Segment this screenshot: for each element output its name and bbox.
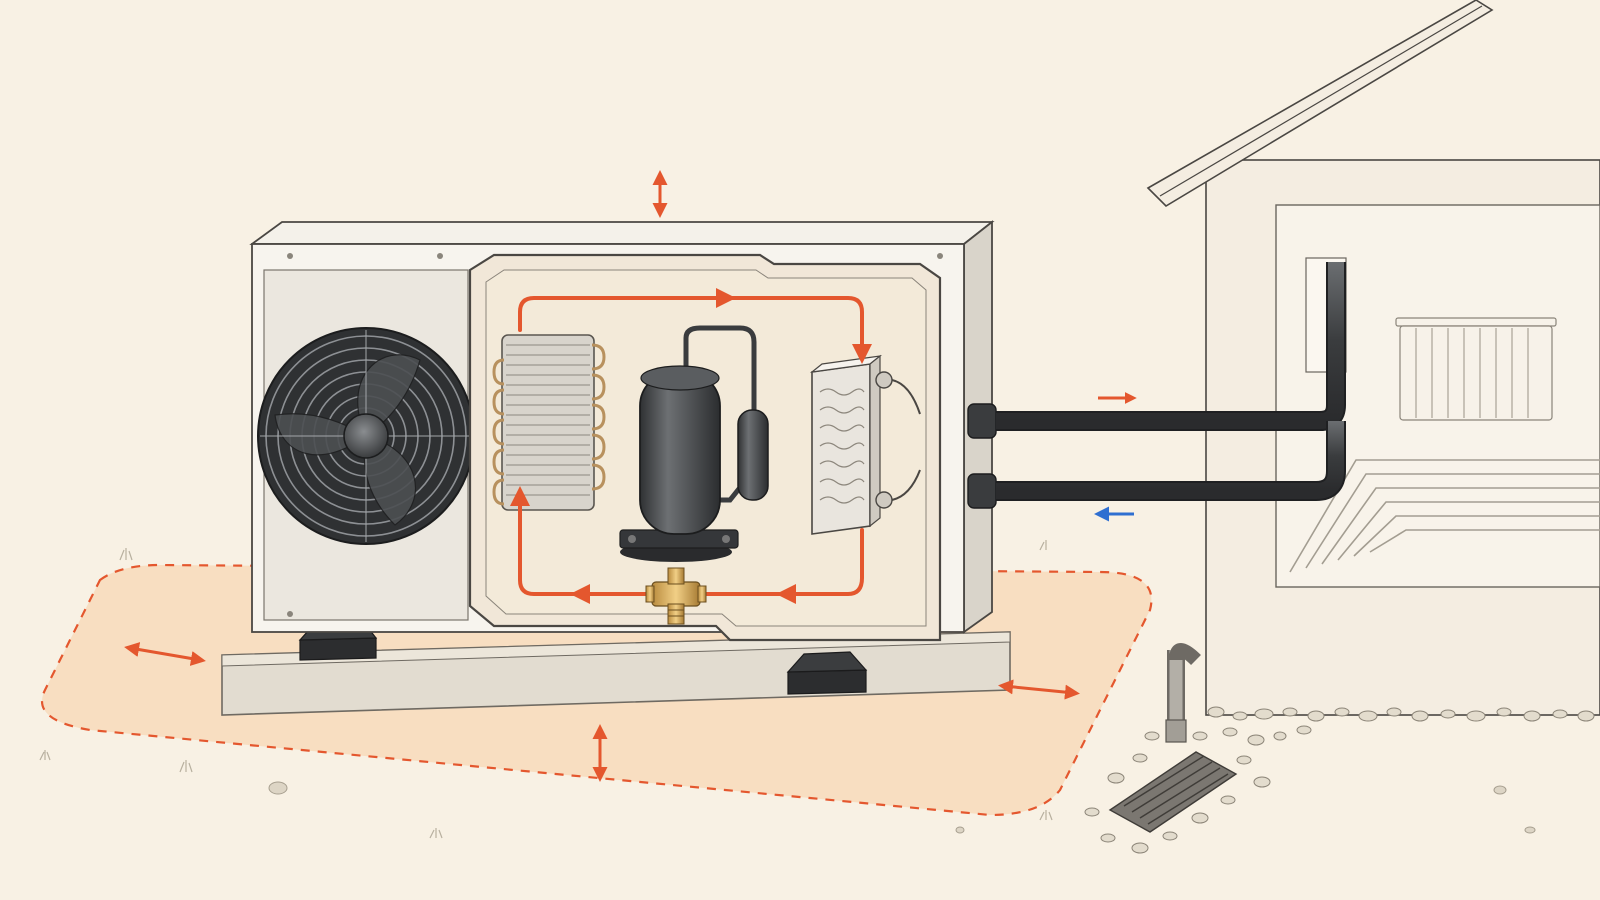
return-pipe [996,421,1346,501]
pebbles-scattered [268,781,1536,834]
ground-tufts [39,540,1053,839]
clearance-arrow-left [124,642,206,666]
condensate-drain [1108,643,1238,833]
radiator [1395,317,1557,421]
expansion-valve [645,567,707,625]
clearance-arrow-right [998,679,1080,700]
underfloor-heating [1289,459,1600,573]
supply-pipe [996,262,1346,431]
pipe-connectors [967,403,997,509]
gravel-bed [1084,706,1595,854]
compressor [619,325,757,562]
clearance-arrows [124,170,1080,782]
evaporator-coil [492,334,606,511]
plate-heat-exchanger [809,354,921,535]
accumulator [737,409,769,501]
fan [257,327,475,545]
